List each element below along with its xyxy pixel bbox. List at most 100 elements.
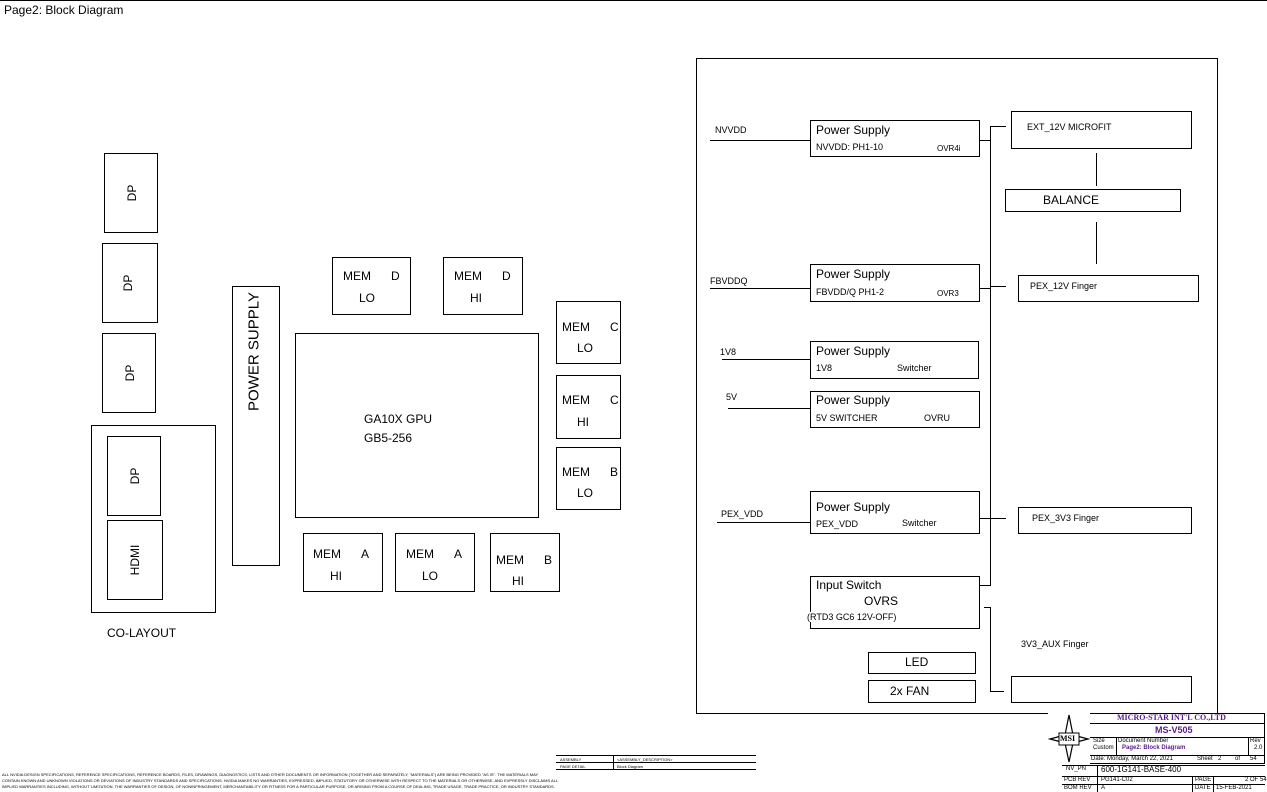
rail-line xyxy=(710,140,811,141)
nv-pn-label: NV_PN xyxy=(1066,766,1087,772)
aux-finger xyxy=(1011,676,1192,703)
tb-line xyxy=(1116,737,1117,755)
dp-label: DP xyxy=(125,184,139,202)
company-name: MICRO-STAR INT'L CO.,LTD xyxy=(1117,713,1226,722)
power-supply-5v: Power Supply 5V SWITCHER OVRU xyxy=(810,391,980,428)
mem-d-hi: MEM D HI xyxy=(443,257,523,315)
dp-connector-1: DP xyxy=(104,153,158,233)
assembly-value: <ASSEMBLY_DESCRIPTION> xyxy=(617,757,673,762)
dp-connector-4: DP xyxy=(107,436,161,516)
rail-pex-vdd: PEX_VDD xyxy=(721,509,764,519)
led-block: LED xyxy=(868,652,976,674)
power-supply-pex-vdd: Power Supply PEX_VDD Switcher xyxy=(810,491,980,534)
tb-line xyxy=(1192,776,1193,792)
rail-line xyxy=(722,359,811,360)
tb-line xyxy=(1090,737,1265,738)
pex-3v3-finger: PEX_3V3 Finger xyxy=(1018,507,1192,534)
bus-tap xyxy=(990,518,1006,519)
mem-a-hi: MEM A HI xyxy=(303,533,383,592)
tb-line xyxy=(1090,755,1265,756)
hdmi-connector: HDMI xyxy=(107,520,163,600)
doc-label: Document Number xyxy=(1118,738,1169,744)
bus-tap xyxy=(990,126,1006,127)
bus-tap xyxy=(980,518,990,519)
disclaimer-line-3: IMPLIED WARRANTIES INCLUDING, WITHOUT LI… xyxy=(2,784,555,789)
power-supply-fbvddq: Power Supply FBVDD/Q PH1-2 OVR3 xyxy=(810,264,980,302)
input-switch-note: (RTD3 GC6 12V-OFF) xyxy=(807,612,897,622)
gpu-memory-config: GB5-256 xyxy=(364,431,413,445)
page-title: Page2: Block Diagram xyxy=(4,3,124,17)
rail-line xyxy=(717,522,811,523)
model-name: MS-V505 xyxy=(1155,725,1193,735)
rail-nvvdd: NVVDD xyxy=(715,125,747,135)
msi-logo: MSI xyxy=(1047,713,1091,764)
power-supply-1v8: Power Supply 1V8 Switcher xyxy=(810,341,979,379)
tb-line xyxy=(556,755,756,756)
dp-connector-2: DP xyxy=(102,243,158,323)
date-label: DATE xyxy=(1195,785,1211,791)
date-value: 15-FEB-2021 xyxy=(1216,785,1252,791)
disclaimer-line-2: CONTAIN KNOWN AND UNKNOWN VIOLATIONS OR … xyxy=(2,778,559,783)
tb-line xyxy=(613,755,614,769)
hdmi-label: HDMI xyxy=(128,544,142,576)
dp-label: DP xyxy=(123,364,137,382)
mem-a-lo: MEM A LO xyxy=(395,533,475,592)
main-bus xyxy=(990,126,991,586)
bus-tap xyxy=(990,286,1006,287)
tb-line xyxy=(556,769,756,770)
rail-line xyxy=(710,288,811,289)
balance-block: BALANCE xyxy=(1005,189,1181,212)
rev-value: 2.0 xyxy=(1254,745,1263,751)
rail-1v8: 1V8 xyxy=(720,347,737,357)
pcb-rev-label: PCB REV xyxy=(1064,777,1091,783)
rev-label: Rev xyxy=(1250,738,1261,744)
sheet-label: Sheet xyxy=(1197,756,1213,762)
tb-line xyxy=(1090,723,1265,724)
balance-link-bottom xyxy=(1096,222,1097,264)
size-label: Size xyxy=(1093,738,1105,744)
gpu-block xyxy=(295,333,539,518)
fan-block: 2x FAN xyxy=(868,680,976,703)
tb-line xyxy=(1062,784,1265,785)
tb-line xyxy=(1062,776,1265,777)
balance-link-top xyxy=(1096,153,1097,186)
page-label: PAGE xyxy=(1195,777,1212,783)
page-detail-value: Block Diagram xyxy=(617,764,644,769)
msi-logo-icon xyxy=(1047,714,1091,763)
pcb-rev: PG141-C02 xyxy=(1101,777,1133,783)
mem-b-lo: MEM B LO xyxy=(556,447,621,510)
page-detail-label: PAGE DETAIL xyxy=(560,764,586,769)
tb-line xyxy=(1062,765,1265,766)
size-value: Custom xyxy=(1093,745,1114,751)
bus-tap xyxy=(984,607,990,608)
ext-12v-microfit: EXT_12V MICROFIT xyxy=(1011,111,1192,149)
bom-rev: A xyxy=(1101,785,1106,791)
doc-value: Page2: Block Diagram xyxy=(1122,745,1186,751)
bus-tap xyxy=(980,140,990,141)
rail-5v: 5V xyxy=(726,392,738,402)
bus-tap xyxy=(980,585,990,586)
date-row: Date: Monday, March 22, 2021 xyxy=(1091,756,1173,762)
power-supply-bar: POWER SUPPLY xyxy=(232,286,280,566)
rail-fbvddq: FBVDDQ xyxy=(710,276,748,286)
bom-rev-label: BOM REV xyxy=(1064,785,1092,791)
gpu-name: GA10X GPU xyxy=(364,412,433,426)
power-supply-label: POWER SUPPLY xyxy=(245,292,263,411)
mem-b-hi: MEM B HI xyxy=(490,533,560,592)
pex-12v-finger: PEX_12V Finger xyxy=(1018,275,1199,302)
co-layout-label: CO-LAYOUT xyxy=(107,626,177,640)
tb-line xyxy=(1248,737,1249,755)
power-supply-nvvdd: Power Supply NVVDD: PH1-10 OVR4i xyxy=(810,120,980,157)
tb-line xyxy=(1097,765,1098,792)
page-value: 2 OF 54 xyxy=(1245,777,1267,783)
mem-d-lo: MEM D LO xyxy=(332,257,411,315)
bus-tap xyxy=(980,288,990,289)
mem-c-hi: MEM C HI xyxy=(556,375,621,439)
dp-label: DP xyxy=(121,274,135,292)
page-top-border xyxy=(0,0,1267,1)
aux-label: 3V3_AUX Finger xyxy=(1021,639,1089,649)
msi-logo-text: MSI xyxy=(1060,734,1076,743)
aux-bus xyxy=(990,607,991,692)
disclaimer-line-1: ALL NVIDIA DESIGN SPECIFICATIONS, REFERE… xyxy=(2,772,539,777)
sheet-number: 2 xyxy=(1218,756,1222,762)
